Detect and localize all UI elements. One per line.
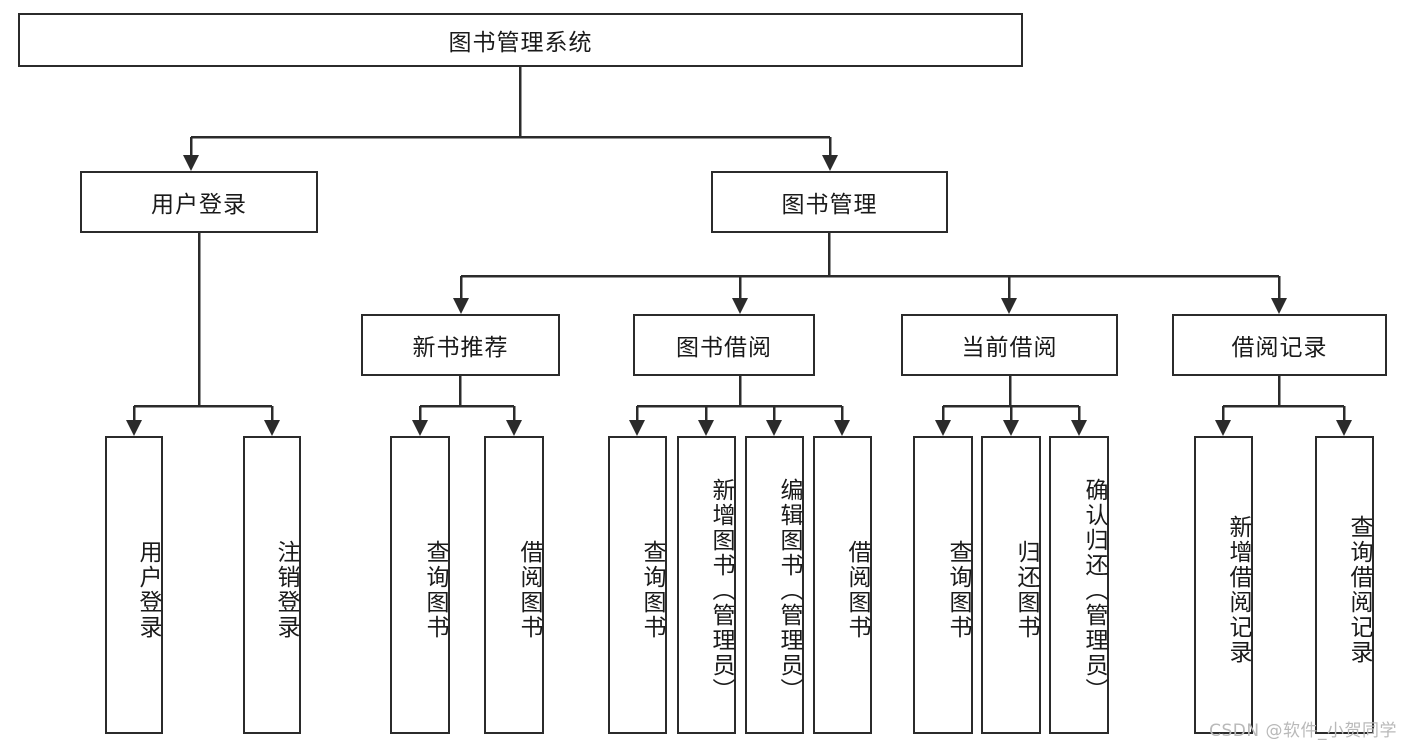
leaf-node[interactable]: 借阅图书 — [813, 436, 872, 734]
node-label: 借阅图书 — [844, 540, 870, 640]
node-label: 归还图书 — [1013, 540, 1039, 640]
leaf-node[interactable]: 查询图书 — [390, 436, 450, 734]
leaf-node[interactable]: 归还图书 — [981, 436, 1041, 734]
root-node[interactable]: 图书管理系统 — [18, 13, 1023, 67]
level2-node[interactable]: 图书管理 — [711, 171, 948, 233]
leaf-node[interactable]: 新增图书（管理员） — [677, 436, 736, 734]
level3-node[interactable]: 图书借阅 — [633, 314, 815, 376]
leaf-node[interactable]: 确认归还（管理员） — [1049, 436, 1109, 734]
node-label: 查询借阅记录 — [1346, 515, 1372, 665]
node-label: 用户登录 — [151, 192, 247, 218]
level3-node[interactable]: 当前借阅 — [901, 314, 1118, 376]
node-label: 当前借阅 — [961, 335, 1058, 361]
node-label: 查询图书 — [945, 540, 971, 640]
leaf-node[interactable]: 用户登录 — [105, 436, 163, 734]
node-label: 图书管理系统 — [448, 30, 593, 56]
leaf-node[interactable]: 查询图书 — [913, 436, 973, 734]
node-label: 借阅图书 — [516, 540, 542, 640]
leaf-node[interactable]: 查询图书 — [608, 436, 667, 734]
leaf-node[interactable]: 借阅图书 — [484, 436, 544, 734]
node-label: 用户登录 — [135, 540, 161, 640]
node-label: 编辑图书（管理员） — [776, 477, 802, 703]
level3-node[interactable]: 新书推荐 — [361, 314, 560, 376]
node-label: 新书推荐 — [412, 335, 509, 361]
leaf-node[interactable]: 新增借阅记录 — [1194, 436, 1253, 734]
node-label: 图书借阅 — [676, 335, 772, 361]
node-label: 查询图书 — [639, 540, 665, 640]
node-label: 图书管理 — [781, 192, 878, 218]
node-label: 新增借阅记录 — [1225, 515, 1251, 665]
node-label: 借阅记录 — [1231, 335, 1328, 361]
node-label: 新增图书（管理员） — [708, 477, 734, 703]
node-label: 确认归还（管理员） — [1081, 477, 1107, 703]
leaf-node[interactable]: 注销登录 — [243, 436, 301, 734]
leaf-node[interactable]: 查询借阅记录 — [1315, 436, 1374, 734]
level3-node[interactable]: 借阅记录 — [1172, 314, 1387, 376]
watermark-text: CSDN @软件_小贺同学 — [1209, 721, 1397, 741]
leaf-node[interactable]: 编辑图书（管理员） — [745, 436, 804, 734]
level2-node[interactable]: 用户登录 — [80, 171, 318, 233]
node-label: 注销登录 — [273, 540, 299, 640]
node-label: 查询图书 — [422, 540, 448, 640]
